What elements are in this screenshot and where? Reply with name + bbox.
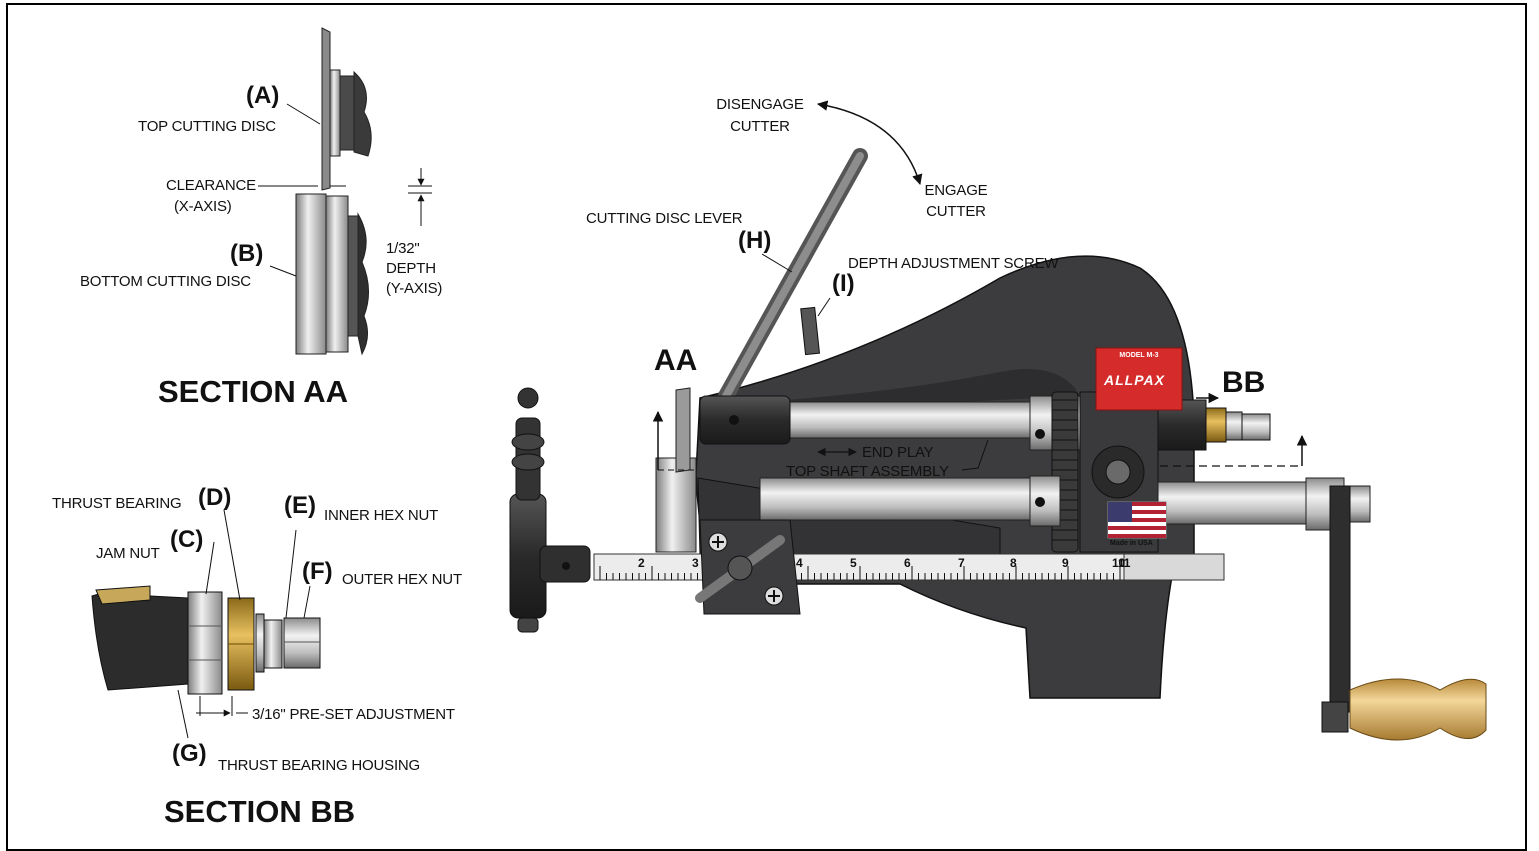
label-inner-hex-nut: INNER HEX NUT — [324, 507, 439, 524]
label-top-shaft-assembly: TOP SHAFT ASSEMBLY — [786, 463, 949, 480]
label-bottom-cutting-disc: BOTTOM CUTTING DISC — [80, 273, 251, 290]
label-clearance-axis: (X-AXIS) — [174, 198, 232, 215]
label-thrust-bearing: THRUST BEARING — [52, 495, 182, 512]
label-made-in-usa: Made in USA — [1110, 540, 1153, 547]
marker-bb: BB — [1222, 366, 1266, 399]
section-bb-drawing — [91, 509, 321, 739]
label-jam-nut: JAM NUT — [96, 545, 160, 562]
plate-model: MODEL M-3 — [1119, 352, 1159, 359]
plate-brand-logo: ALLPAX — [1104, 372, 1165, 388]
code-c: (C) — [170, 526, 204, 553]
section-aa-drawing — [258, 27, 432, 356]
code-f: (F) — [302, 558, 333, 585]
label-depth-axis: (Y-AXIS) — [386, 280, 443, 297]
ruler-number: 4 — [796, 556, 803, 570]
marker-aa: AA — [654, 344, 698, 377]
code-h: (H) — [738, 227, 772, 254]
flag-icon — [1108, 502, 1166, 538]
ruler-number: 9 — [1062, 556, 1069, 570]
ruler-number: 7 — [958, 556, 965, 570]
ruler-number: 8 — [1010, 556, 1017, 570]
label-depth: DEPTH — [386, 260, 436, 277]
label-outer-hex-nut: OUTER HEX NUT — [342, 571, 462, 588]
label-depth-adjustment-screw: DEPTH ADJUSTMENT SCREW — [848, 255, 1059, 272]
ruler-number: 11 — [1118, 556, 1131, 570]
label-top-cutting-disc: TOP CUTTING DISC — [138, 118, 276, 135]
label-cutting-disc-lever: CUTTING DISC LEVER — [586, 210, 743, 227]
section-aa-title: SECTION AA — [158, 374, 349, 409]
code-i: (I) — [832, 270, 855, 297]
label-depth-value: 1/32" — [386, 240, 420, 257]
section-bb-title: SECTION BB — [164, 794, 356, 829]
machine-drawing — [509, 100, 1487, 741]
code-d: (D) — [198, 484, 232, 511]
code-g: (G) — [172, 740, 207, 767]
label-thrust-bearing-housing: THRUST BEARING HOUSING — [218, 757, 421, 774]
label-preset-adjustment: 3/16" PRE-SET ADJUSTMENT — [252, 706, 455, 723]
label-end-play: END PLAY — [862, 444, 934, 461]
ruler-number: 5 — [850, 556, 857, 570]
label-disengage-cutter: CUTTER — [730, 118, 790, 135]
ruler-number: 6 — [904, 556, 911, 570]
code-a: (A) — [246, 82, 280, 109]
ruler-number: 10 — [1112, 556, 1125, 570]
label-clearance: CLEARANCE — [166, 177, 256, 194]
ruler-number: 3 — [692, 556, 699, 570]
label-disengage: DISENGAGE — [716, 96, 804, 113]
ruler-number: 2 — [638, 556, 645, 570]
code-b: (B) — [230, 240, 264, 267]
label-engage: ENGAGE — [924, 182, 988, 199]
label-engage-cutter: CUTTER — [926, 203, 986, 220]
code-e: (E) — [284, 492, 316, 519]
